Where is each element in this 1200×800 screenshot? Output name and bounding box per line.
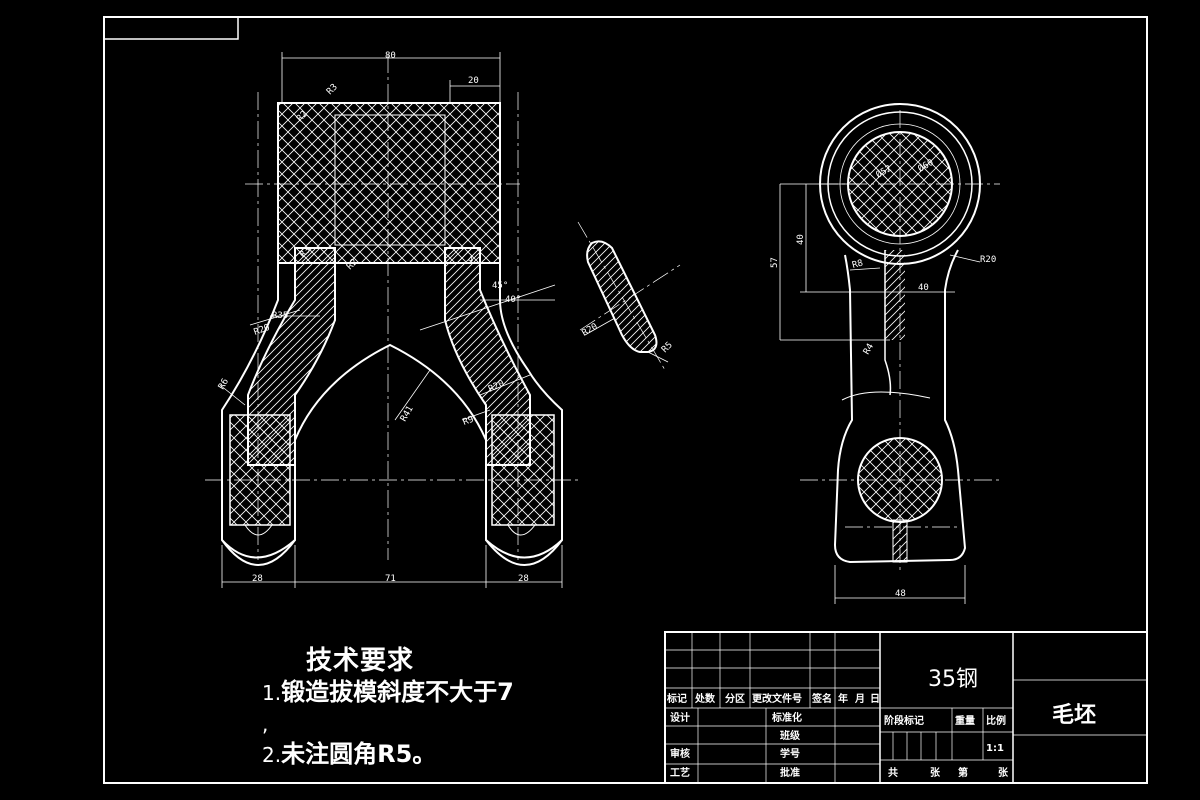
dim-r20-side: R20 [980,255,996,265]
tb-header-zone: 分区 [725,692,745,705]
tb-row-class: 班级 [780,729,801,742]
tb-scale-label: 比例 [986,714,1006,727]
tb-header-mark: 标记 [666,692,687,705]
tb-header-sign: 签名 [811,692,832,705]
dim-r35: R35 [272,311,288,321]
dim-40-vert: 40 [796,234,806,245]
tb-sheet-total-suffix: 张 [930,766,941,779]
tb-row-approve: 批准 [780,766,800,779]
tb-sheet-index-suffix: 张 [998,766,1009,779]
top-label-box [103,16,239,40]
dim-r6: R6 [217,377,231,391]
dim-r8: R8 [851,258,864,270]
dim-80: 80 [385,51,396,61]
tb-drawing-name: 毛坯 [1052,703,1096,728]
tb-stage-mark: 阶段标记 [884,714,924,727]
dim-section-r5: R5 [660,340,675,355]
tb-row-review: 审核 [670,747,690,760]
dim-angle-45: 45° [492,281,508,291]
dim-71: 71 [385,574,396,584]
tb-sheet-total-prefix: 共 [888,766,898,779]
tb-header-day: 日 [870,693,880,705]
dim-20: 20 [468,76,479,86]
dim-28-left: 28 [252,574,263,584]
dim-4: 4 [468,255,473,265]
dim-angle-40: 40° [505,295,521,305]
tb-header-month: 月 [854,693,865,705]
side-view [779,103,1002,604]
dim-r3-top: R3 [325,82,340,97]
dim-28-right: 28 [518,574,529,584]
dim-r41: R41 [399,404,416,423]
dim-57: 57 [770,257,780,268]
technical-requirements: 技术要求 1.锻造拔模斜度不大于7 , 2.未注圆角R5。 [262,640,622,770]
dim-r20-left: R20 [253,323,272,338]
tb-row-process: 工艺 [670,766,690,779]
tb-header-year: 年 [838,692,848,705]
tech-req-item-continuation: , [262,712,269,736]
dim-r4: R4 [862,342,876,356]
title-block: 标记 处数 分区 更改文件号 签名 年 月 日 设计 审核 工艺 标准化 班级 … [664,631,1148,784]
dim-section-r20: R20 [581,322,600,339]
tb-header-count: 处数 [694,692,716,705]
tech-req-title: 技术要求 [306,646,415,676]
front-view [205,52,580,588]
tb-header-change-doc: 更改文件号 [752,692,802,705]
tech-req-item-2: 2.未注圆角R5。 [262,740,437,768]
tb-material: 35钢 [928,667,978,692]
tb-row-student-no: 学号 [780,747,800,760]
dim-48: 48 [895,589,906,599]
tech-req-item-1: 1.锻造拔模斜度不大于7 [262,678,514,706]
dim-40-horiz: 40 [918,283,929,293]
tb-row-design: 设计 [670,711,690,724]
drawing-border [103,16,1148,784]
dim-r9: R9 [462,415,476,428]
section-view: R20 R5 [577,221,681,371]
tb-sheet-index-prefix: 第 [958,766,968,779]
tb-scale-value: 1:1 [986,743,1004,754]
tb-weight: 重量 [955,714,975,727]
tb-row-standard: 标准化 [771,711,802,724]
